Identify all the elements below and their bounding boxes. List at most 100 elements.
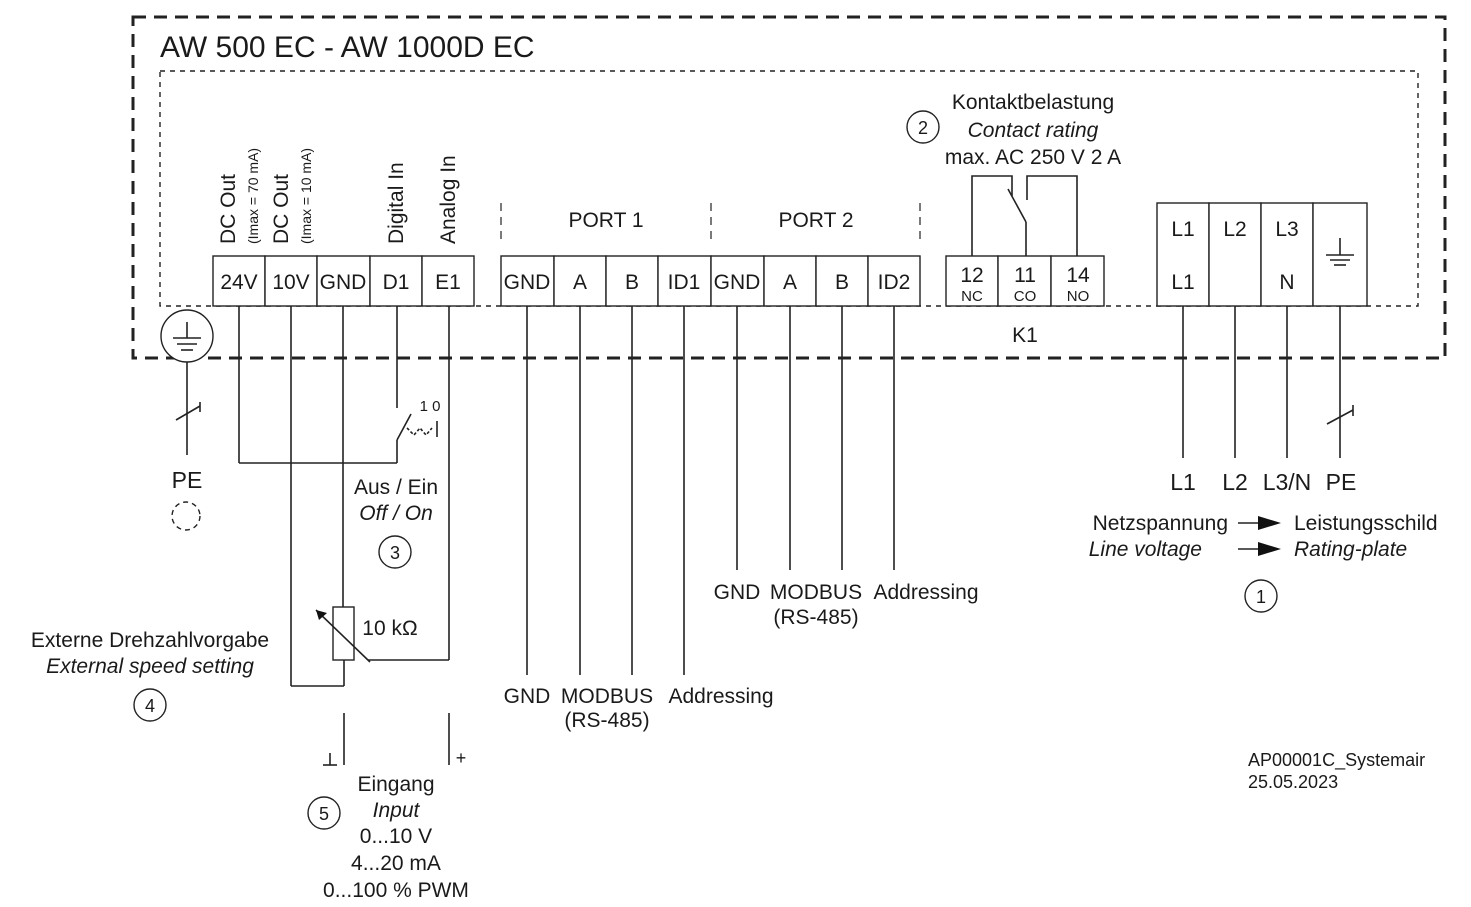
marker-3-label: 3 — [390, 543, 400, 563]
line-voltage-en: Line voltage — [1089, 538, 1202, 561]
port1-wiring — [526, 306, 685, 675]
relay-terminal-12: 12 — [960, 264, 983, 287]
svg-text:DC Out: DC Out — [270, 174, 293, 244]
port1-label-rs485: (RS-485) — [564, 709, 649, 732]
port2-wiring — [736, 306, 895, 570]
terminal-10v: 10V — [272, 271, 309, 294]
relay-heading-de: Kontaktbelastung — [952, 91, 1114, 114]
heading-digital-in: Digital In — [385, 162, 408, 244]
port1-terminal-id1: ID1 — [668, 271, 701, 294]
svg-text:(Imax = 10 mA): (Imax = 10 mA) — [298, 148, 314, 244]
marker-4 — [133, 688, 167, 722]
relay-heading-en: Contact rating — [968, 119, 1099, 142]
port2-title: PORT 2 — [778, 209, 853, 232]
terminal-d1: D1 — [383, 271, 410, 294]
svg-text:(Imax = 70 mA): (Imax = 70 mA) — [245, 148, 261, 244]
relay-rating: max. AC 250 V 2 A — [945, 146, 1121, 169]
input-option-4-20ma: 4...20 mA — [351, 852, 441, 875]
marker-2-label: 2 — [918, 118, 928, 138]
relay-terminal-co: CO — [1014, 288, 1037, 305]
supply-pe: PE — [1326, 469, 1357, 495]
marker-1 — [1244, 579, 1278, 613]
marker-1-label: 1 — [1256, 587, 1266, 607]
input-plus: + — [456, 748, 467, 768]
heading-analog-in: Analog In — [437, 155, 460, 244]
pe-left-label: PE — [172, 467, 203, 493]
input-option-0-10v: 0...10 V — [360, 825, 432, 848]
marker-4-label: 4 — [145, 696, 155, 716]
supply-l3n: L3/N — [1263, 469, 1312, 495]
switch-scale: 1 0 — [420, 398, 441, 415]
doc-date: 25.05.2023 — [1248, 772, 1338, 792]
power-bottom-n: N — [1279, 271, 1294, 294]
port2-terminal-b: B — [835, 271, 849, 294]
relay-contact-symbol — [971, 175, 1078, 256]
doc-code: AP00001C_Systemair — [1248, 750, 1425, 771]
input-option-pwm: 0...100 % PWM — [323, 879, 469, 902]
port2-terminal-block: GND A B ID2 — [710, 255, 921, 307]
port1-label-modbus: MODBUS — [561, 685, 653, 708]
arrow-right-icon — [1238, 542, 1281, 556]
port1-terminal-gnd: GND — [504, 271, 551, 294]
speed-setting-de: Externe Drehzahlvorgabe — [31, 629, 269, 652]
port2-terminal-a: A — [783, 271, 797, 294]
heading-10v: DC Out (Imax = 10 mA) — [270, 148, 314, 244]
port2-terminal-gnd: GND — [714, 271, 761, 294]
switch-label-de: Aus / Ein — [354, 476, 438, 499]
terminal-24v: 24V — [220, 271, 257, 294]
port1-label-addressing: Addressing — [668, 685, 773, 708]
left-block-wiring — [238, 306, 450, 687]
left-terminal-block: 24V 10V GND D1 E1 — [212, 255, 475, 307]
relay-name: K1 — [1012, 324, 1038, 347]
potentiometer — [315, 606, 371, 663]
device-housing-outline — [131, 15, 1447, 360]
rating-plate-de: Leistungsschild — [1294, 512, 1438, 535]
marker-3 — [378, 535, 412, 569]
port2-label-rs485: (RS-485) — [773, 606, 858, 629]
port1-terminal-b: B — [625, 271, 639, 294]
potentiometer-value: 10 kΩ — [362, 617, 417, 640]
switch-label-en: Off / On — [359, 502, 433, 525]
input-label-de: Eingang — [357, 773, 434, 796]
earth-icon — [160, 309, 214, 363]
speed-setting-en: External speed setting — [46, 655, 254, 678]
power-top-l1: L1 — [1171, 218, 1194, 241]
device-title: AW 500 EC - AW 1000D EC — [160, 31, 535, 64]
input-terminals — [323, 713, 450, 766]
relay-terminal-11: 11 — [1014, 264, 1036, 287]
earth-symbol-terminal — [1326, 238, 1354, 266]
power-wiring — [1182, 306, 1354, 458]
pe-left-terminal-icon — [171, 501, 201, 531]
line-voltage-de: Netzspannung — [1093, 512, 1228, 535]
arrow-right-icon — [1238, 516, 1281, 530]
supply-l1: L1 — [1170, 469, 1196, 495]
relay-terminal-14: 14 — [1066, 264, 1090, 287]
rating-plate-en: Rating-plate — [1294, 538, 1407, 561]
port2-terminal-id2: ID2 — [878, 271, 911, 294]
relay-terminal-nc: NC — [961, 288, 983, 305]
pe-left-slash — [175, 405, 201, 421]
terminal-e1: E1 — [435, 271, 461, 294]
marker-2 — [906, 110, 940, 144]
port1-title: PORT 1 — [568, 209, 643, 232]
on-off-switch — [396, 413, 438, 441]
power-bottom-l1: L1 — [1171, 271, 1194, 294]
port1-label-gnd: GND — [504, 685, 551, 708]
marker-5-label: 5 — [319, 804, 329, 824]
port2-label-addressing: Addressing — [873, 581, 978, 604]
power-terminal-block: L1 L2 L3 L1 N — [1156, 202, 1368, 307]
input-label-en: Input — [373, 799, 421, 822]
supply-l2: L2 — [1222, 469, 1248, 495]
port2-label-gnd: GND — [714, 581, 761, 604]
power-top-l3: L3 — [1275, 218, 1298, 241]
svg-text:DC Out: DC Out — [217, 174, 240, 244]
port1-terminal-a: A — [573, 271, 587, 294]
port1-terminal-block: GND A B ID1 — [500, 255, 712, 307]
relay-terminal-no: NO — [1067, 288, 1090, 305]
marker-5 — [307, 796, 341, 830]
relay-terminal-block: 12 11 14 NC CO NO — [945, 255, 1105, 307]
power-top-l2: L2 — [1223, 218, 1246, 241]
terminal-gnd: GND — [320, 271, 367, 294]
heading-24v: DC Out (Imax = 70 mA) — [217, 148, 261, 244]
